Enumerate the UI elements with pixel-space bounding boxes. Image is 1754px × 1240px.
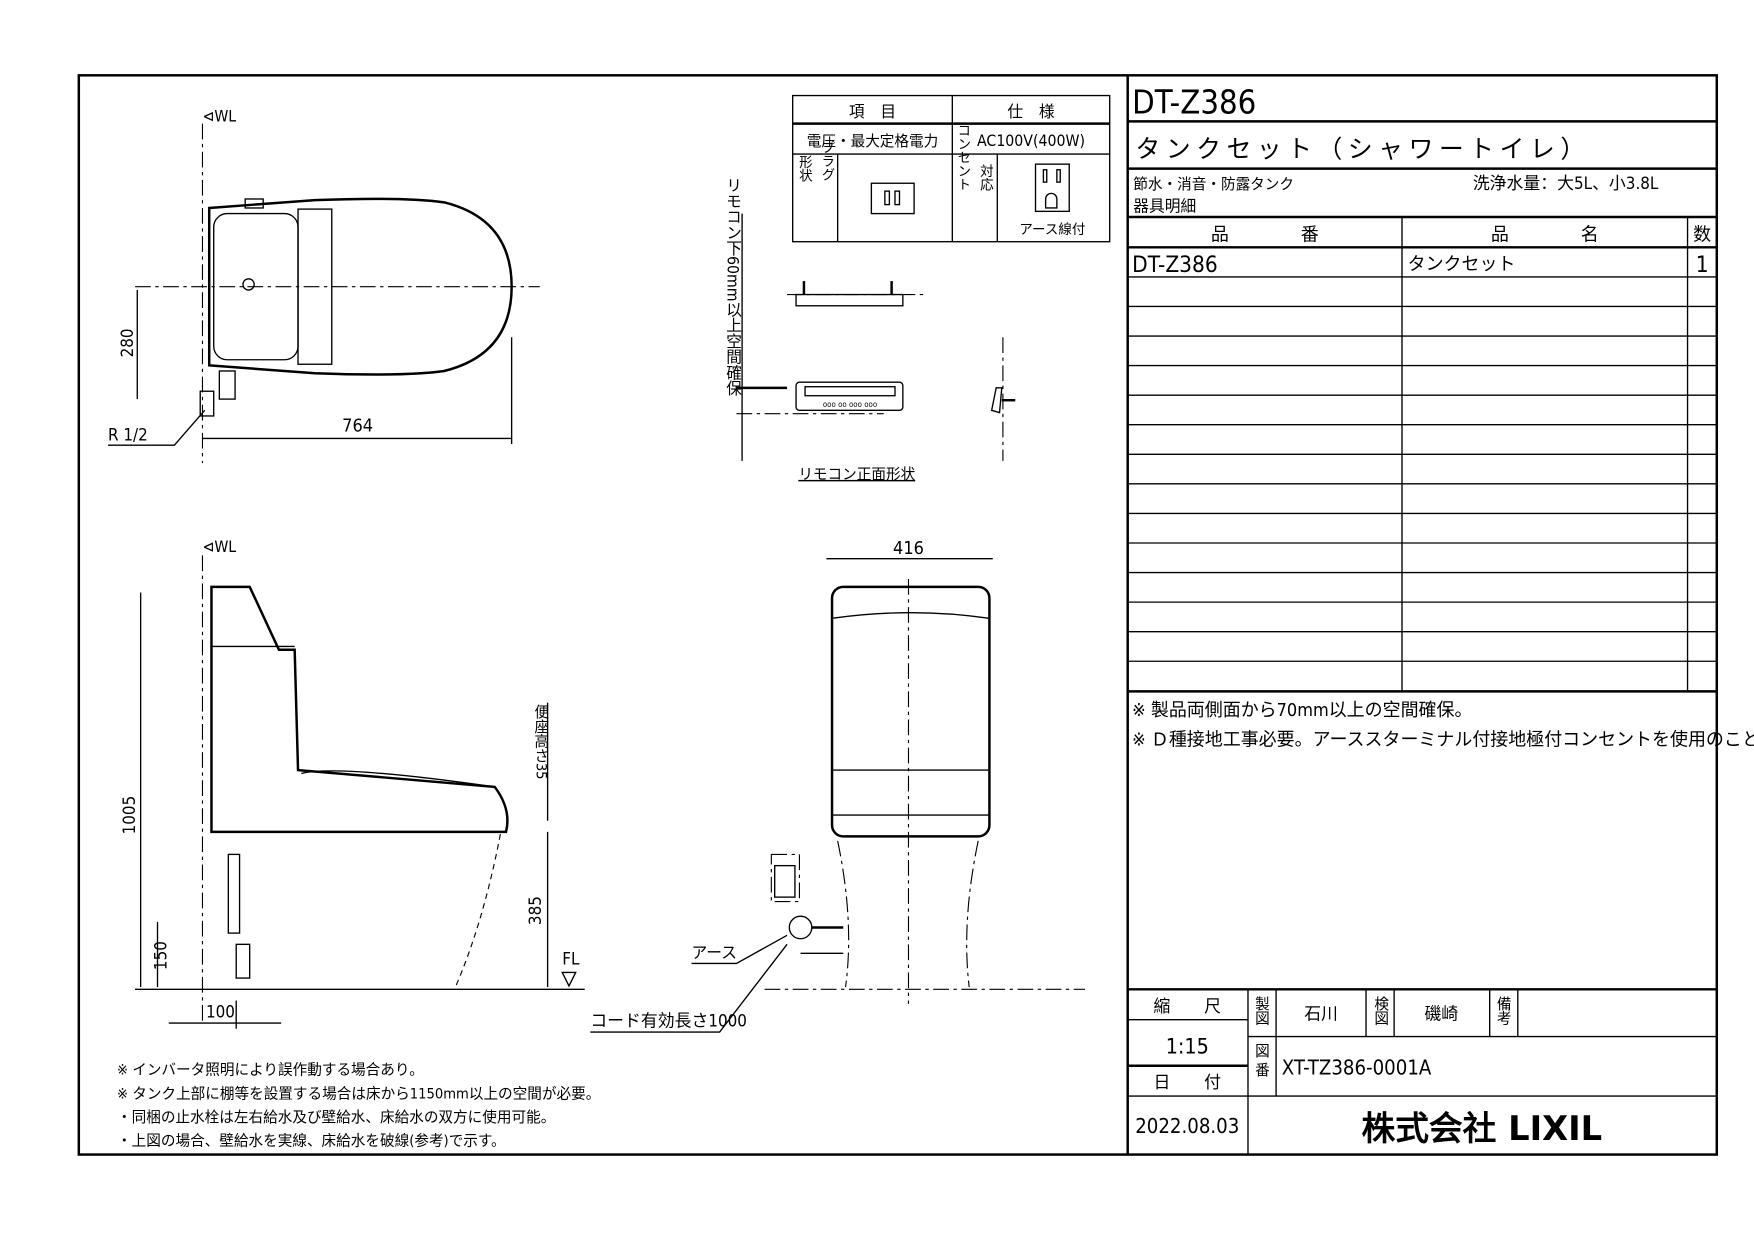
wl-marker-top: ⊲WL: [202, 106, 236, 125]
earth-callout: アース: [692, 943, 737, 962]
top-view-drawing: ⊲WL 280 764 R 1/2: [108, 106, 540, 464]
toilet-front-outline: [830, 585, 991, 838]
drawing-no-label: 図番: [1253, 1043, 1270, 1081]
toilet-side-outline: [210, 585, 509, 834]
checked-by: 磯崎: [1424, 1004, 1458, 1024]
dim-764: 764: [342, 416, 373, 437]
parts-list-label: 器具明細: [1133, 196, 1196, 215]
footnote-1: ※ インバータ照明により誤作動する場合あり。: [117, 1062, 424, 1079]
sheet-border: [77, 74, 1719, 1156]
table-row-part-no: DT-Z386: [1132, 252, 1218, 278]
plug-icon: [870, 182, 915, 215]
remote-drawing: リモコン下60mm以上空間確保 ooo oo ooo ooo リモコン正面形状: [724, 177, 1016, 483]
footnotes: ※ インバータ照明により誤作動する場合あり。 ※ タンク上部に棚等を設置する場合…: [117, 1062, 600, 1150]
wl-marker-side: ⊲WL: [202, 537, 236, 556]
note-2: ※ Ｄ種接地工事必要。アーススターミナル付接地極付コンセントを使用のこと。: [1132, 729, 1754, 750]
side-view-drawing: ⊲WL 1005 150 100 385 便座高さ35 FL: [119, 537, 585, 1029]
dim-385: 385: [525, 896, 545, 925]
footnote-4: ・上図の場合、壁給水を実線、床給水を破線(参考)で示す。: [117, 1133, 506, 1150]
note-1: ※ 製品両側面から70mm以上の空間確保。: [1132, 700, 1472, 721]
footnote-3: ・同梱の止水栓は左右給水及び壁給水、床給水の双方に使用可能。: [117, 1109, 555, 1126]
drawn-by: 石川: [1304, 1004, 1338, 1024]
date-value: 2022.08.03: [1135, 1114, 1239, 1138]
cord-length-callout: コード有効長さ1000: [590, 1010, 747, 1030]
remote-front-label: リモコン正面形状: [798, 466, 915, 483]
checked-label: 検図: [1372, 996, 1389, 1026]
dim-r12: R 1/2: [108, 425, 148, 445]
spec-header-item: 項 目: [849, 102, 896, 121]
seat-height-label: 便座高さ35: [532, 704, 549, 779]
flush-volume-text: 洗浄水量：大5L、小3.8L: [1473, 173, 1659, 193]
fl-label: FL: [562, 949, 580, 969]
parts-table-rows: [1127, 276, 1717, 662]
spec-compatible-label: 対応: [977, 164, 994, 192]
remote-front-icon: [795, 381, 904, 412]
drawing-no: XT-TZ386-0001A: [1282, 1056, 1432, 1080]
spec-header-spec: 仕 様: [1007, 102, 1054, 121]
scale-label: 縮 尺: [1154, 996, 1222, 1016]
spec-outlet-label: コンセント: [954, 124, 971, 191]
scale-value: 1:15: [1166, 1034, 1209, 1059]
company-logo: 株式会社 LIXIL: [1361, 1109, 1602, 1148]
front-view-drawing: 416 アース コード有効長さ1000: [590, 538, 1085, 1033]
spec-table: 項 目 仕 様 電圧・最大定格電力 AC100V(400W) 形状 プラグ コン…: [792, 94, 1111, 243]
spec-earth-label: アース線付: [1019, 222, 1085, 238]
svg-text:ooo oo ooo ooo: ooo oo ooo ooo: [823, 400, 877, 409]
dim-150: 150: [151, 941, 171, 970]
product-title: タンクセット（シャワートイレ）: [1136, 134, 1591, 163]
dim-416: 416: [893, 538, 924, 559]
table-row-qty: 1: [1696, 252, 1709, 278]
col-part-name: 品 名: [1491, 225, 1599, 246]
spec-voltage-label: 電圧・最大定格電力: [807, 133, 938, 150]
dim-280: 280: [117, 328, 137, 357]
date-label: 日 付: [1154, 1072, 1222, 1092]
features-text: 節水・消音・防露タンク: [1133, 175, 1294, 193]
table-row-part-name: タンクセット: [1408, 254, 1516, 275]
title-block: DT-Z386 タンクセット（シャワートイレ） 節水・消音・防露タンク 洗浄水量…: [1127, 84, 1754, 1155]
spec-voltage-value: AC100V(400W): [977, 131, 1085, 150]
model-number: DT-Z386: [1132, 84, 1256, 122]
spec-shape-label: 形状: [796, 155, 813, 182]
col-part-no: 品 番: [1211, 225, 1319, 246]
col-qty: 数: [1693, 225, 1711, 246]
remarks-label: 備考: [1495, 996, 1512, 1026]
remote-clearance-label: リモコン下60mm以上空間確保: [724, 177, 743, 396]
dim-100: 100: [206, 1001, 235, 1021]
dim-1005: 1005: [119, 796, 139, 835]
drawn-label: 製図: [1253, 996, 1270, 1026]
footnote-2: ※ タンク上部に棚等を設置する場合は床から1150mm以上の空間が必要。: [117, 1084, 600, 1102]
grounded-outlet-icon: [1034, 163, 1070, 213]
spec-plug-label: プラグ: [818, 140, 834, 181]
